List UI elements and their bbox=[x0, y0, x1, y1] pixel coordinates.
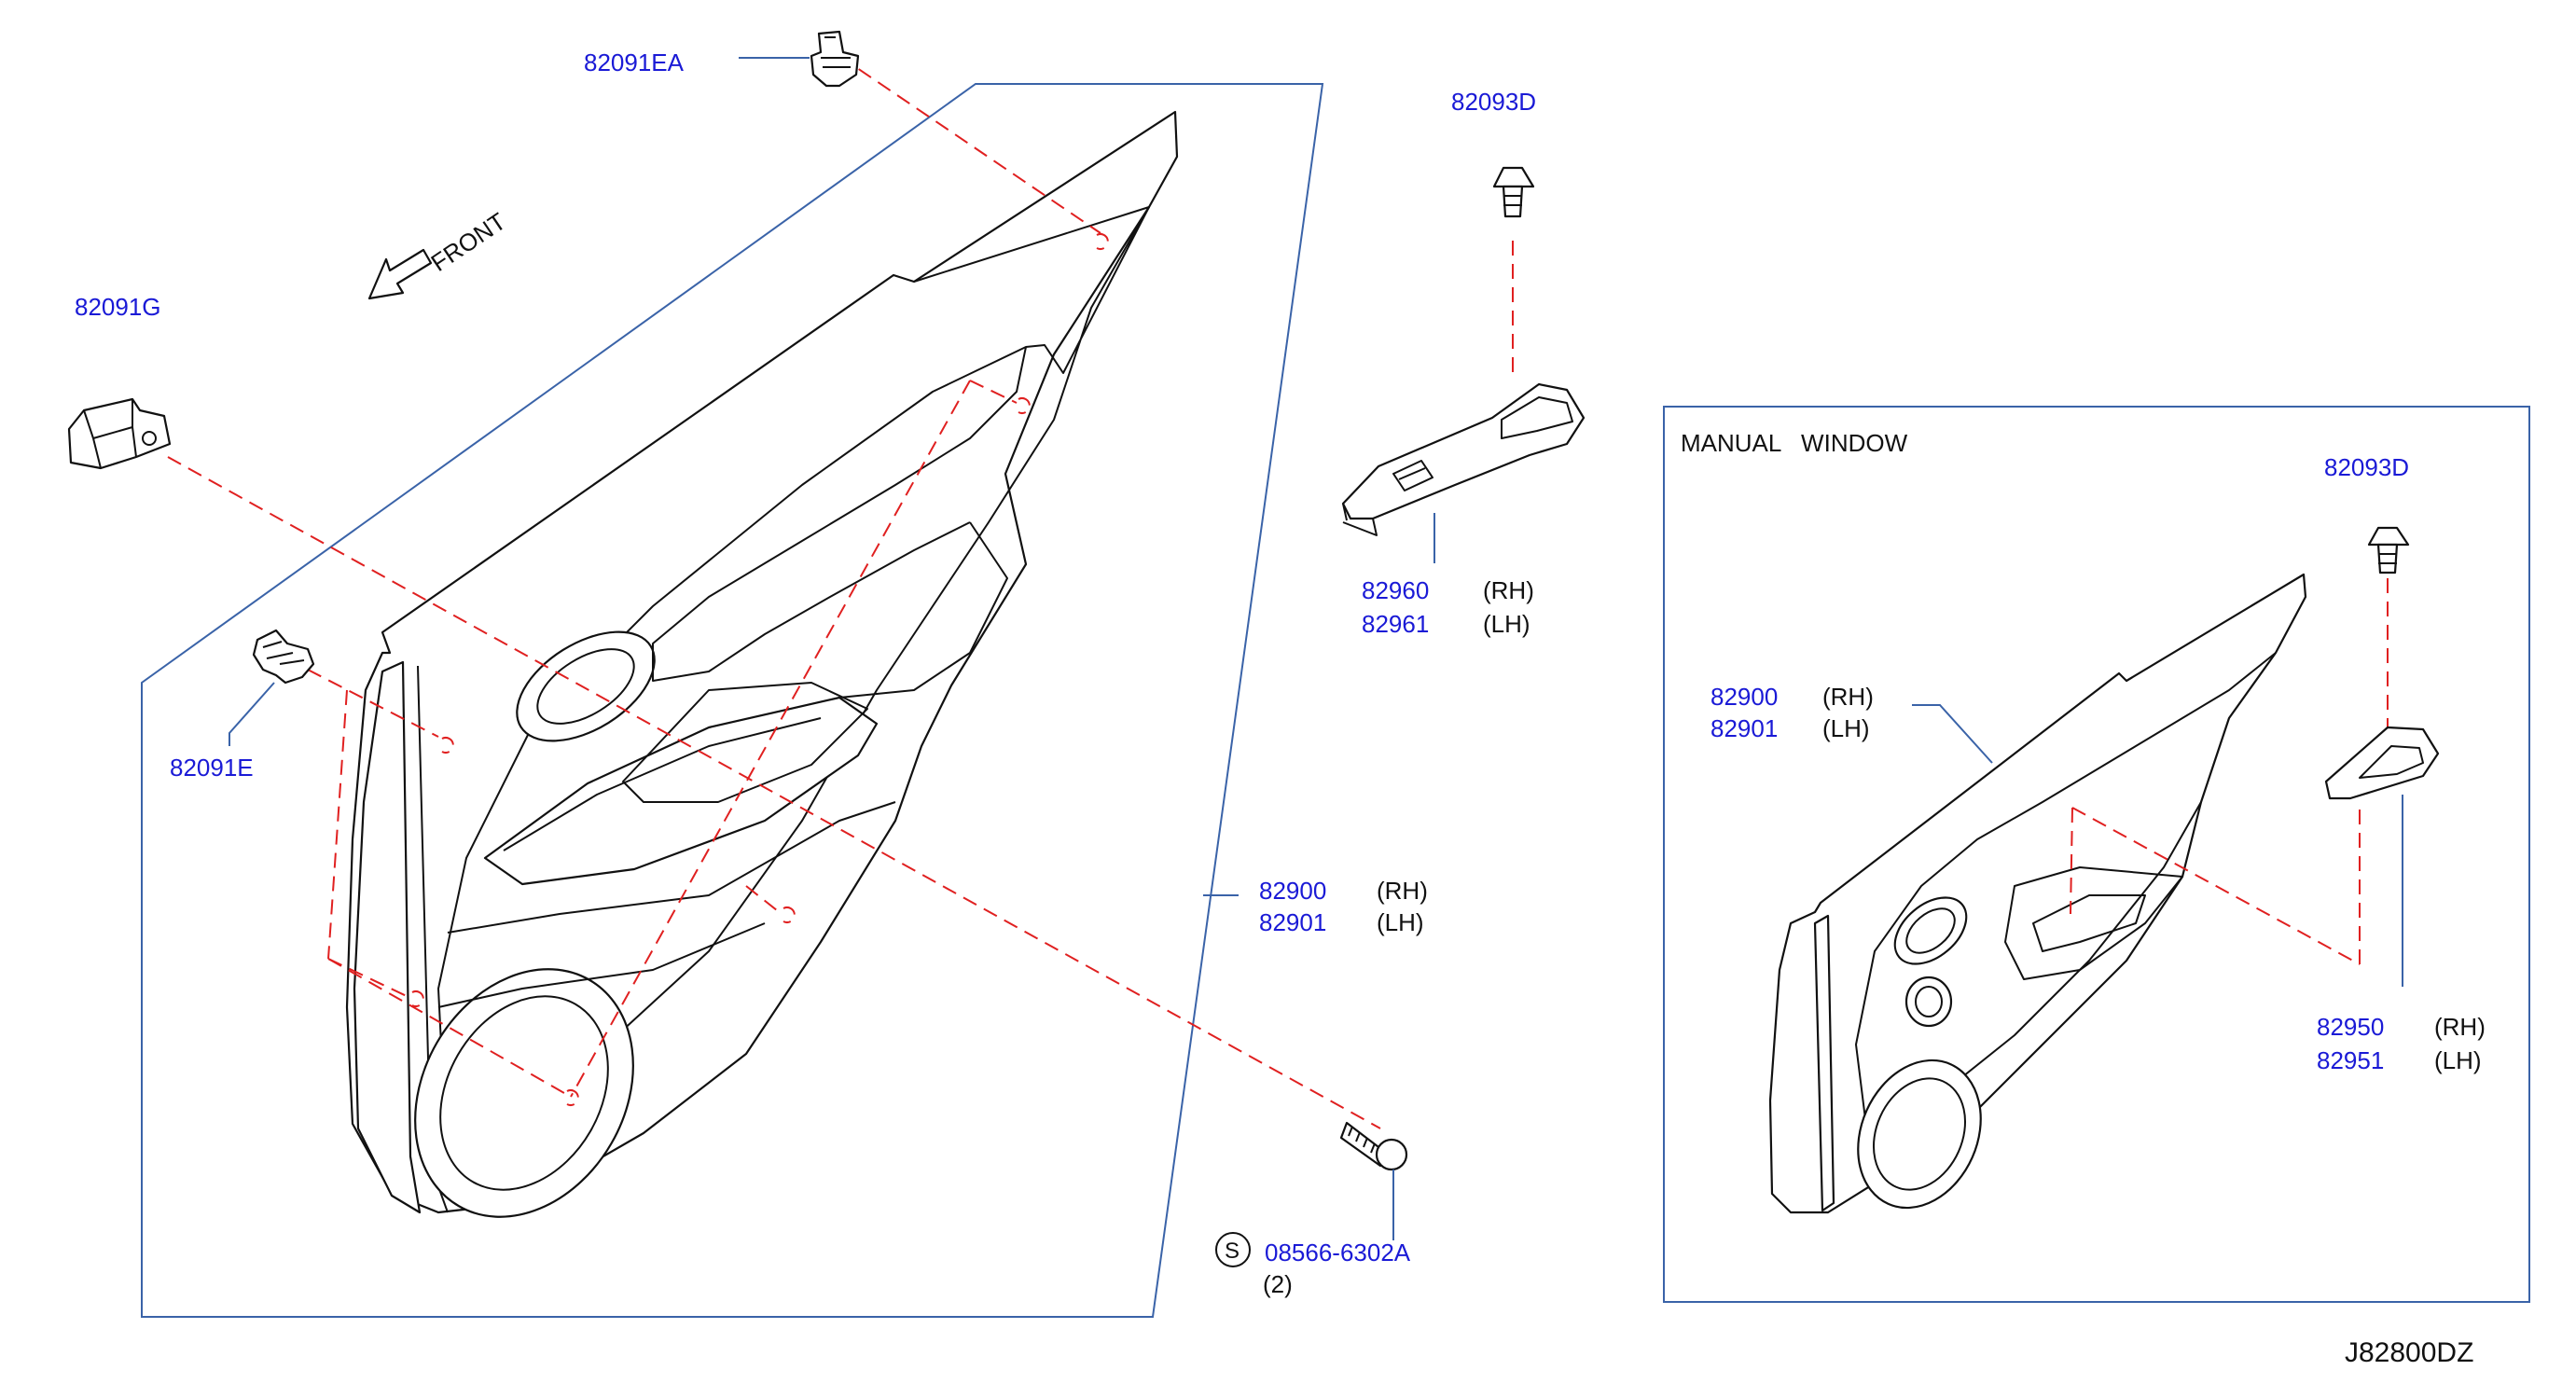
s-symbol: S bbox=[1225, 1239, 1240, 1264]
screw-08566-6302a bbox=[1339, 1121, 1408, 1171]
switch-finisher-82960 bbox=[1341, 382, 1586, 536]
label-82960: 82960 bbox=[1362, 576, 1429, 604]
clip-82091ea bbox=[810, 30, 860, 88]
label-82091ea: 82091EA bbox=[584, 48, 685, 76]
label-inset-82951: 82951 bbox=[2317, 1046, 2384, 1074]
label-inset-82950-rh: (RH) bbox=[2434, 1013, 2486, 1041]
door-trim-panel bbox=[345, 110, 1179, 1218]
clip-82091g bbox=[67, 397, 172, 470]
inset-frame bbox=[1663, 406, 2530, 1303]
label-82961: 82961 bbox=[1362, 610, 1429, 638]
inset-finisher-82950 bbox=[2324, 726, 2440, 800]
drawing-id: J82800DZ bbox=[2345, 1337, 2473, 1368]
label-front: FRONT bbox=[426, 207, 511, 277]
hidden-lines-main bbox=[167, 55, 1514, 1129]
label-82900-rh: (RH) bbox=[1377, 877, 1428, 905]
s-symbol-circle bbox=[1215, 1232, 1251, 1267]
leader-inset-82900 bbox=[1912, 704, 1993, 764]
label-inset-82093d: 82093D bbox=[2324, 453, 2409, 481]
label-82960-rh: (RH) bbox=[1483, 576, 1534, 604]
label-08566-6302a: 08566-6302A bbox=[1265, 1239, 1411, 1266]
label-82091e: 82091E bbox=[170, 754, 254, 782]
label-inset-82951-lh: (LH) bbox=[2434, 1046, 2482, 1074]
inset-title: MANUAL WINDOW bbox=[1681, 429, 1908, 457]
label-82900: 82900 bbox=[1259, 877, 1326, 905]
main-panel-frame bbox=[141, 83, 1324, 1318]
front-direction-arrow bbox=[367, 248, 433, 300]
inset-screw-82093d bbox=[2367, 526, 2410, 574]
inset-door-trim bbox=[1768, 573, 2307, 1214]
label-inset-82900: 82900 bbox=[1710, 683, 1778, 711]
label-screw-qty: (2) bbox=[1263, 1270, 1293, 1298]
label-82901-lh: (LH) bbox=[1377, 908, 1424, 936]
label-inset-82901-lh: (LH) bbox=[1822, 714, 1870, 742]
label-82961-lh: (LH) bbox=[1483, 610, 1530, 638]
label-inset-82900-rh: (RH) bbox=[1822, 683, 1874, 711]
label-82901: 82901 bbox=[1259, 908, 1326, 936]
hidden-lines-inset bbox=[2070, 578, 2389, 965]
screw-82093d bbox=[1492, 166, 1535, 218]
clip-82091e bbox=[252, 629, 315, 685]
label-82093d: 82093D bbox=[1451, 88, 1536, 116]
label-82091g: 82091G bbox=[75, 293, 161, 321]
label-inset-82950: 82950 bbox=[2317, 1013, 2384, 1041]
leader-82091e bbox=[229, 682, 275, 746]
label-inset-82901: 82901 bbox=[1710, 714, 1778, 742]
